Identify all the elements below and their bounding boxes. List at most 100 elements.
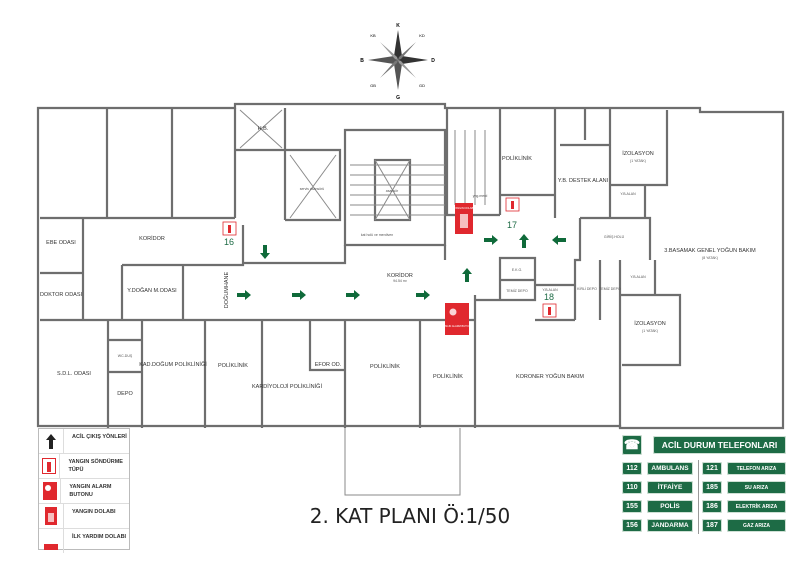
first-aid-icon <box>44 533 58 550</box>
room-sdl: S.D.L. ODASI <box>57 371 91 377</box>
legend-label: YANGIN SÖNDÜRME TÜPÜ <box>68 459 123 473</box>
room-kirli-depo: KİRLİ DEPO <box>577 286 597 291</box>
extinguisher-16: 16 <box>222 221 237 247</box>
page-title: 2. KAT PLANI Ö:1/50 <box>310 504 511 528</box>
fire-alarm-sign: YANGIN ALARM BUTONU <box>442 303 473 335</box>
phone-label: ELEKTRİK ARIZA <box>727 500 786 513</box>
room-wc: WC-DUŞ <box>118 354 133 358</box>
legend-item: YANGIN DOLABI <box>39 504 129 529</box>
room-yb-alan-2: Y.B.ALAN <box>630 275 646 279</box>
legend-label: YANGIN DOLABI <box>72 509 116 515</box>
room-kat-holu: kat holü ve merdiven <box>361 233 393 237</box>
extinguisher-17: 17 <box>505 197 520 230</box>
arrow-up-icon <box>519 234 529 248</box>
emergency-title: ACİL DURUM TELEFONLARI <box>653 436 786 454</box>
room-giris-holu: GİRİŞ HOLÜ <box>604 234 625 239</box>
phone-number: 185 <box>702 481 722 494</box>
fire-cabinet-label: YANGIN DOLABI <box>454 206 474 210</box>
room-ebe: EBE ODASI <box>46 240 76 246</box>
arrow-right-icon <box>237 290 251 300</box>
room-poliklinik-2: POLİKLİNİK <box>370 363 400 370</box>
room-kad-dogum: KAD.DOĞUM POLİKLİNİĞİ <box>139 361 207 368</box>
phone-number: 156 <box>622 519 642 532</box>
outline-extension <box>344 428 461 496</box>
room-poliklinik-3: POLİKLİNİK <box>433 373 463 380</box>
compass-e: D <box>431 58 435 64</box>
fire-alarm-icon <box>42 482 57 500</box>
room-servis-asansor: servis asansörü <box>300 187 325 191</box>
legend-item: ACİL ÇIKIŞ YÖNLERİ <box>39 429 129 454</box>
legend-item: YANGIN SÖNDÜRME TÜPÜ <box>39 454 129 479</box>
room-asansor: asansör <box>386 189 399 193</box>
room-yb-alan-1: Y.B.ALAN <box>620 192 636 196</box>
extinguisher-number: 18 <box>544 292 554 302</box>
room-efor: EFOR OD. <box>315 362 342 368</box>
arrow-right-icon <box>292 290 306 300</box>
room-doktor: DOKTOR ODASI <box>40 292 83 298</box>
fire-alarm-label: YANGIN ALARM BUTONU <box>442 324 473 328</box>
phone-label: POLİS <box>647 500 693 513</box>
genel-yogun-bakim-yatak: (8 YATAK) <box>702 256 718 260</box>
extinguisher-number: 17 <box>507 220 517 230</box>
room-koridor-main: KORİDOR <box>387 272 413 279</box>
exit-arrow-icon <box>46 434 56 449</box>
phone-label: SU ARIZA <box>727 481 786 494</box>
koridor-area: 94.54 m² <box>393 279 408 283</box>
compass-sw: GB <box>370 83 376 88</box>
phone-label: JANDARMA <box>647 519 693 532</box>
fire-cabinet-icon <box>45 507 57 525</box>
phone-label: İTFAİYE <box>647 481 693 494</box>
legend-label: ACİL ÇIKIŞ YÖNLERİ <box>72 434 127 440</box>
compass-rose: K G D B KD KB GD GB <box>360 23 435 101</box>
room-yb-destek: Y.B. DESTEK ALANI <box>558 178 609 184</box>
phone-number: 187 <box>702 519 722 532</box>
arrow-down-icon <box>260 245 270 259</box>
compass-se: GD <box>419 83 425 88</box>
room-kardiyoloji: KARDİYOLOJİ POLİKLİNİĞİ <box>252 383 322 390</box>
room-yb-alan-3: Y.B.ALAN <box>542 288 558 292</box>
izolasyon-1-yatak: (1 YATAK) <box>630 159 646 163</box>
compass-ne: KD <box>419 33 425 38</box>
phone-number: 112 <box>622 462 642 475</box>
izolasyon-2-yatak: (1 YATAK) <box>642 329 658 333</box>
room-genel-yogun-bakim: 3.BASAMAK GENEL YOĞUN BAKIM <box>664 247 756 254</box>
legend: ACİL ÇIKIŞ YÖNLERİ YANGIN SÖNDÜRME TÜPÜ … <box>38 428 130 553</box>
phone-label: GAZ ARIZA <box>727 519 786 532</box>
arrow-right-icon <box>416 290 430 300</box>
room-ekg: E.K.G. <box>512 268 522 272</box>
extinguisher-number: 16 <box>224 237 234 247</box>
arrow-right-icon <box>346 290 360 300</box>
extinguisher-18: 18 <box>542 292 557 318</box>
room-hb: H.B. <box>258 126 269 132</box>
room-temiz-depo: TEMİZ DEPO <box>506 288 528 293</box>
room-depo: DEPO <box>117 391 133 397</box>
room-ydogan: Y.DOĞAN M.ODASI <box>127 287 177 294</box>
compass-n: K <box>396 23 400 29</box>
room-poliklinik-4: POLİKLİNİK <box>502 155 532 162</box>
legend-label: YANGIN ALARM BUTONU <box>69 484 112 498</box>
phone-label: AMBULANS <box>647 462 693 475</box>
phone-number: 186 <box>702 500 722 513</box>
compass-s: G <box>396 95 400 101</box>
arrow-right-icon <box>484 235 498 245</box>
compass-nw: KB <box>370 33 376 38</box>
legend-item: YANGIN ALARM BUTONU <box>39 479 129 504</box>
room-dogumhane: DOĞUMHANE <box>223 271 230 308</box>
room-labels: KORİDOR EBE ODASI DOKTOR ODASI Y.DOĞAN M… <box>40 126 756 397</box>
fire-extinguisher-icon <box>42 458 57 474</box>
room-koroner: KORONER YOĞUN BAKIM <box>516 373 584 380</box>
legend-item: İLK YARDIM DOLABI <box>39 529 129 553</box>
arrow-left-icon <box>552 235 566 245</box>
exit-arrows <box>237 234 566 300</box>
legend-label: İLK YARDIM DOLABI <box>72 534 127 540</box>
phone-number: 155 <box>622 500 642 513</box>
phone-number: 110 <box>622 481 642 494</box>
arrow-up-icon <box>462 268 472 282</box>
room-poliklinik-1: POLİKLİNİK <box>218 362 248 369</box>
phone-icon: ☎ <box>622 435 642 455</box>
walls <box>36 102 785 430</box>
room-koridor-left: KORİDOR <box>139 235 165 242</box>
room-izolasyon-1: İZOLASYON <box>622 150 654 157</box>
room-temiz-depo-2: TEMİZ DEPO <box>599 286 621 291</box>
